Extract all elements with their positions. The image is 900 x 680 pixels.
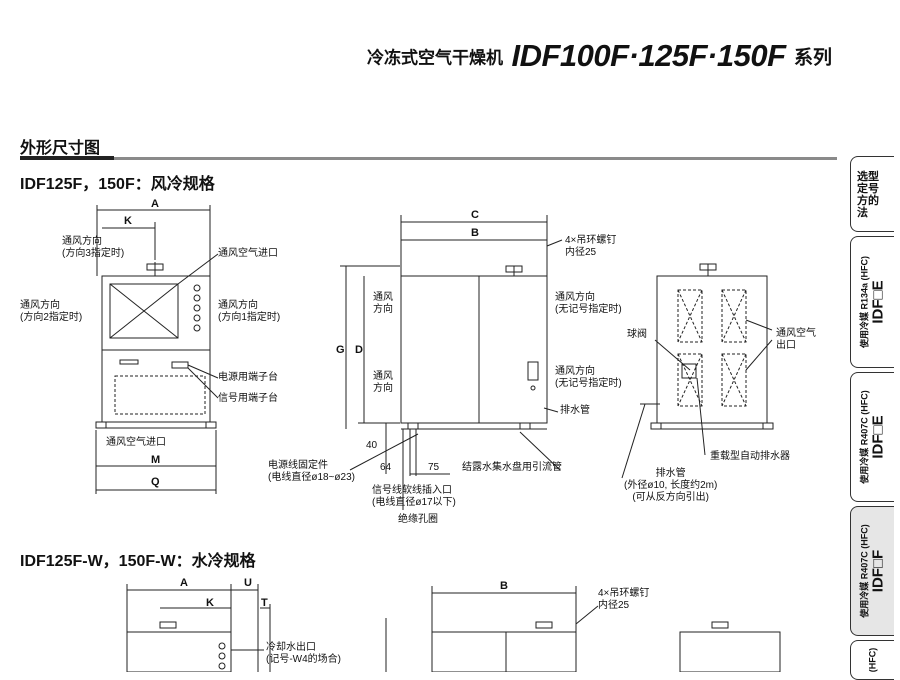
label-vent-dir3: 通风方向 (方向3指定时) — [62, 236, 125, 259]
dim-40: 40 — [366, 440, 378, 451]
tab-selection-text: 选型 定号 方的 法 — [857, 171, 879, 219]
tab-idf-e-r407c[interactable]: 使用冷媒 R407C (HFC) IDF□E — [850, 372, 894, 502]
label-vent-right1: 通风方向 (无记号指定时) — [555, 292, 622, 315]
label-vent-left1: 通风 方向 — [373, 292, 393, 315]
section-divider — [20, 157, 837, 160]
label-drain-pipe: 排水管 (外径ø10, 长度约2m) (可从反方向引出) — [624, 468, 718, 503]
label-drain: 排水管 — [560, 405, 590, 416]
dim-A: A — [151, 198, 159, 210]
label-cable-clamp: 电源线固定件 (电线直径ø18~ø23) — [268, 460, 355, 483]
dim-Q: Q — [151, 476, 160, 488]
series-suffix: 系列 — [793, 47, 832, 69]
wc-label-eyebolt: 4×吊环螺钉 内径25 — [598, 588, 650, 611]
dim-75: 75 — [428, 462, 440, 473]
label-signal-inlet: 信号线软线插入口 (电线直径ø17以下) — [372, 485, 456, 508]
wc-dim-U: U — [244, 577, 252, 589]
label-insulation: 绝缘孔圈 — [398, 514, 438, 525]
label-air-inlet-top: 通风空气进口 — [218, 248, 278, 259]
label-air-inlet-bottom: 通风空气进口 — [106, 437, 166, 448]
label-ball-valve: 球阀 — [627, 329, 647, 340]
dim-B: B — [471, 227, 479, 239]
label-power-terminal: 电源用端子台 — [218, 372, 278, 383]
dim-C: C — [471, 209, 479, 221]
model-title: IDF100F·125F·150F — [511, 38, 786, 73]
section-divider-accent — [20, 156, 114, 160]
label-vent-dir1: 通风方向 (方向1指定时) — [218, 300, 281, 323]
air-cooled-title: IDF125F，150F：风冷规格 — [20, 176, 215, 193]
dim-M: M — [151, 454, 161, 466]
wc-dim-A: A — [180, 577, 188, 589]
section-title: 外形尺寸图 — [20, 140, 101, 157]
label-signal-terminal: 信号用端子台 — [218, 393, 278, 404]
dim-G: G — [336, 344, 345, 356]
tab-idf-f-r407c[interactable]: 使用冷媒 R407C (HFC) IDF□F — [850, 506, 894, 636]
dim-64: 64 — [380, 462, 392, 473]
page-header: 冷冻式空气干燥机 IDF100F·125F·150F 系列 — [367, 38, 832, 74]
label-air-outlet: 通风空气 出口 — [776, 328, 816, 351]
label-vent-dir2: 通风方向 (方向2指定时) — [20, 300, 83, 323]
label-vent-left2: 通风 方向 — [373, 371, 393, 394]
tab-idf-e-r134a[interactable]: 使用冷媒 R134a (HFC) IDF□E — [850, 236, 894, 368]
wc-dim-B: B — [500, 580, 508, 592]
wc-label-cooling-out: 冷却水出口 (记号-W4的场合) — [266, 642, 341, 665]
product-name: 冷冻式空气干燥机 — [367, 48, 504, 68]
water-cooled-title: IDF125F-W，150F-W：水冷规格 — [20, 553, 256, 570]
label-vent-right2: 通风方向 (无记号指定时) — [555, 366, 622, 389]
label-eyebolt: 4×吊环螺钉 内径25 — [565, 235, 617, 258]
dim-D: D — [355, 344, 363, 356]
wc-dim-K: K — [206, 597, 214, 609]
wc-dim-T: T — [261, 597, 268, 609]
label-auto-drain: 重载型自动排水器 — [710, 451, 790, 462]
tab-next[interactable]: (HFC) — [850, 640, 894, 680]
dim-K: K — [124, 215, 132, 227]
label-condensate: 结露水集水盘用引流管 — [462, 462, 562, 473]
tab-selection-method[interactable]: 选型 定号 方的 法 — [850, 156, 894, 232]
